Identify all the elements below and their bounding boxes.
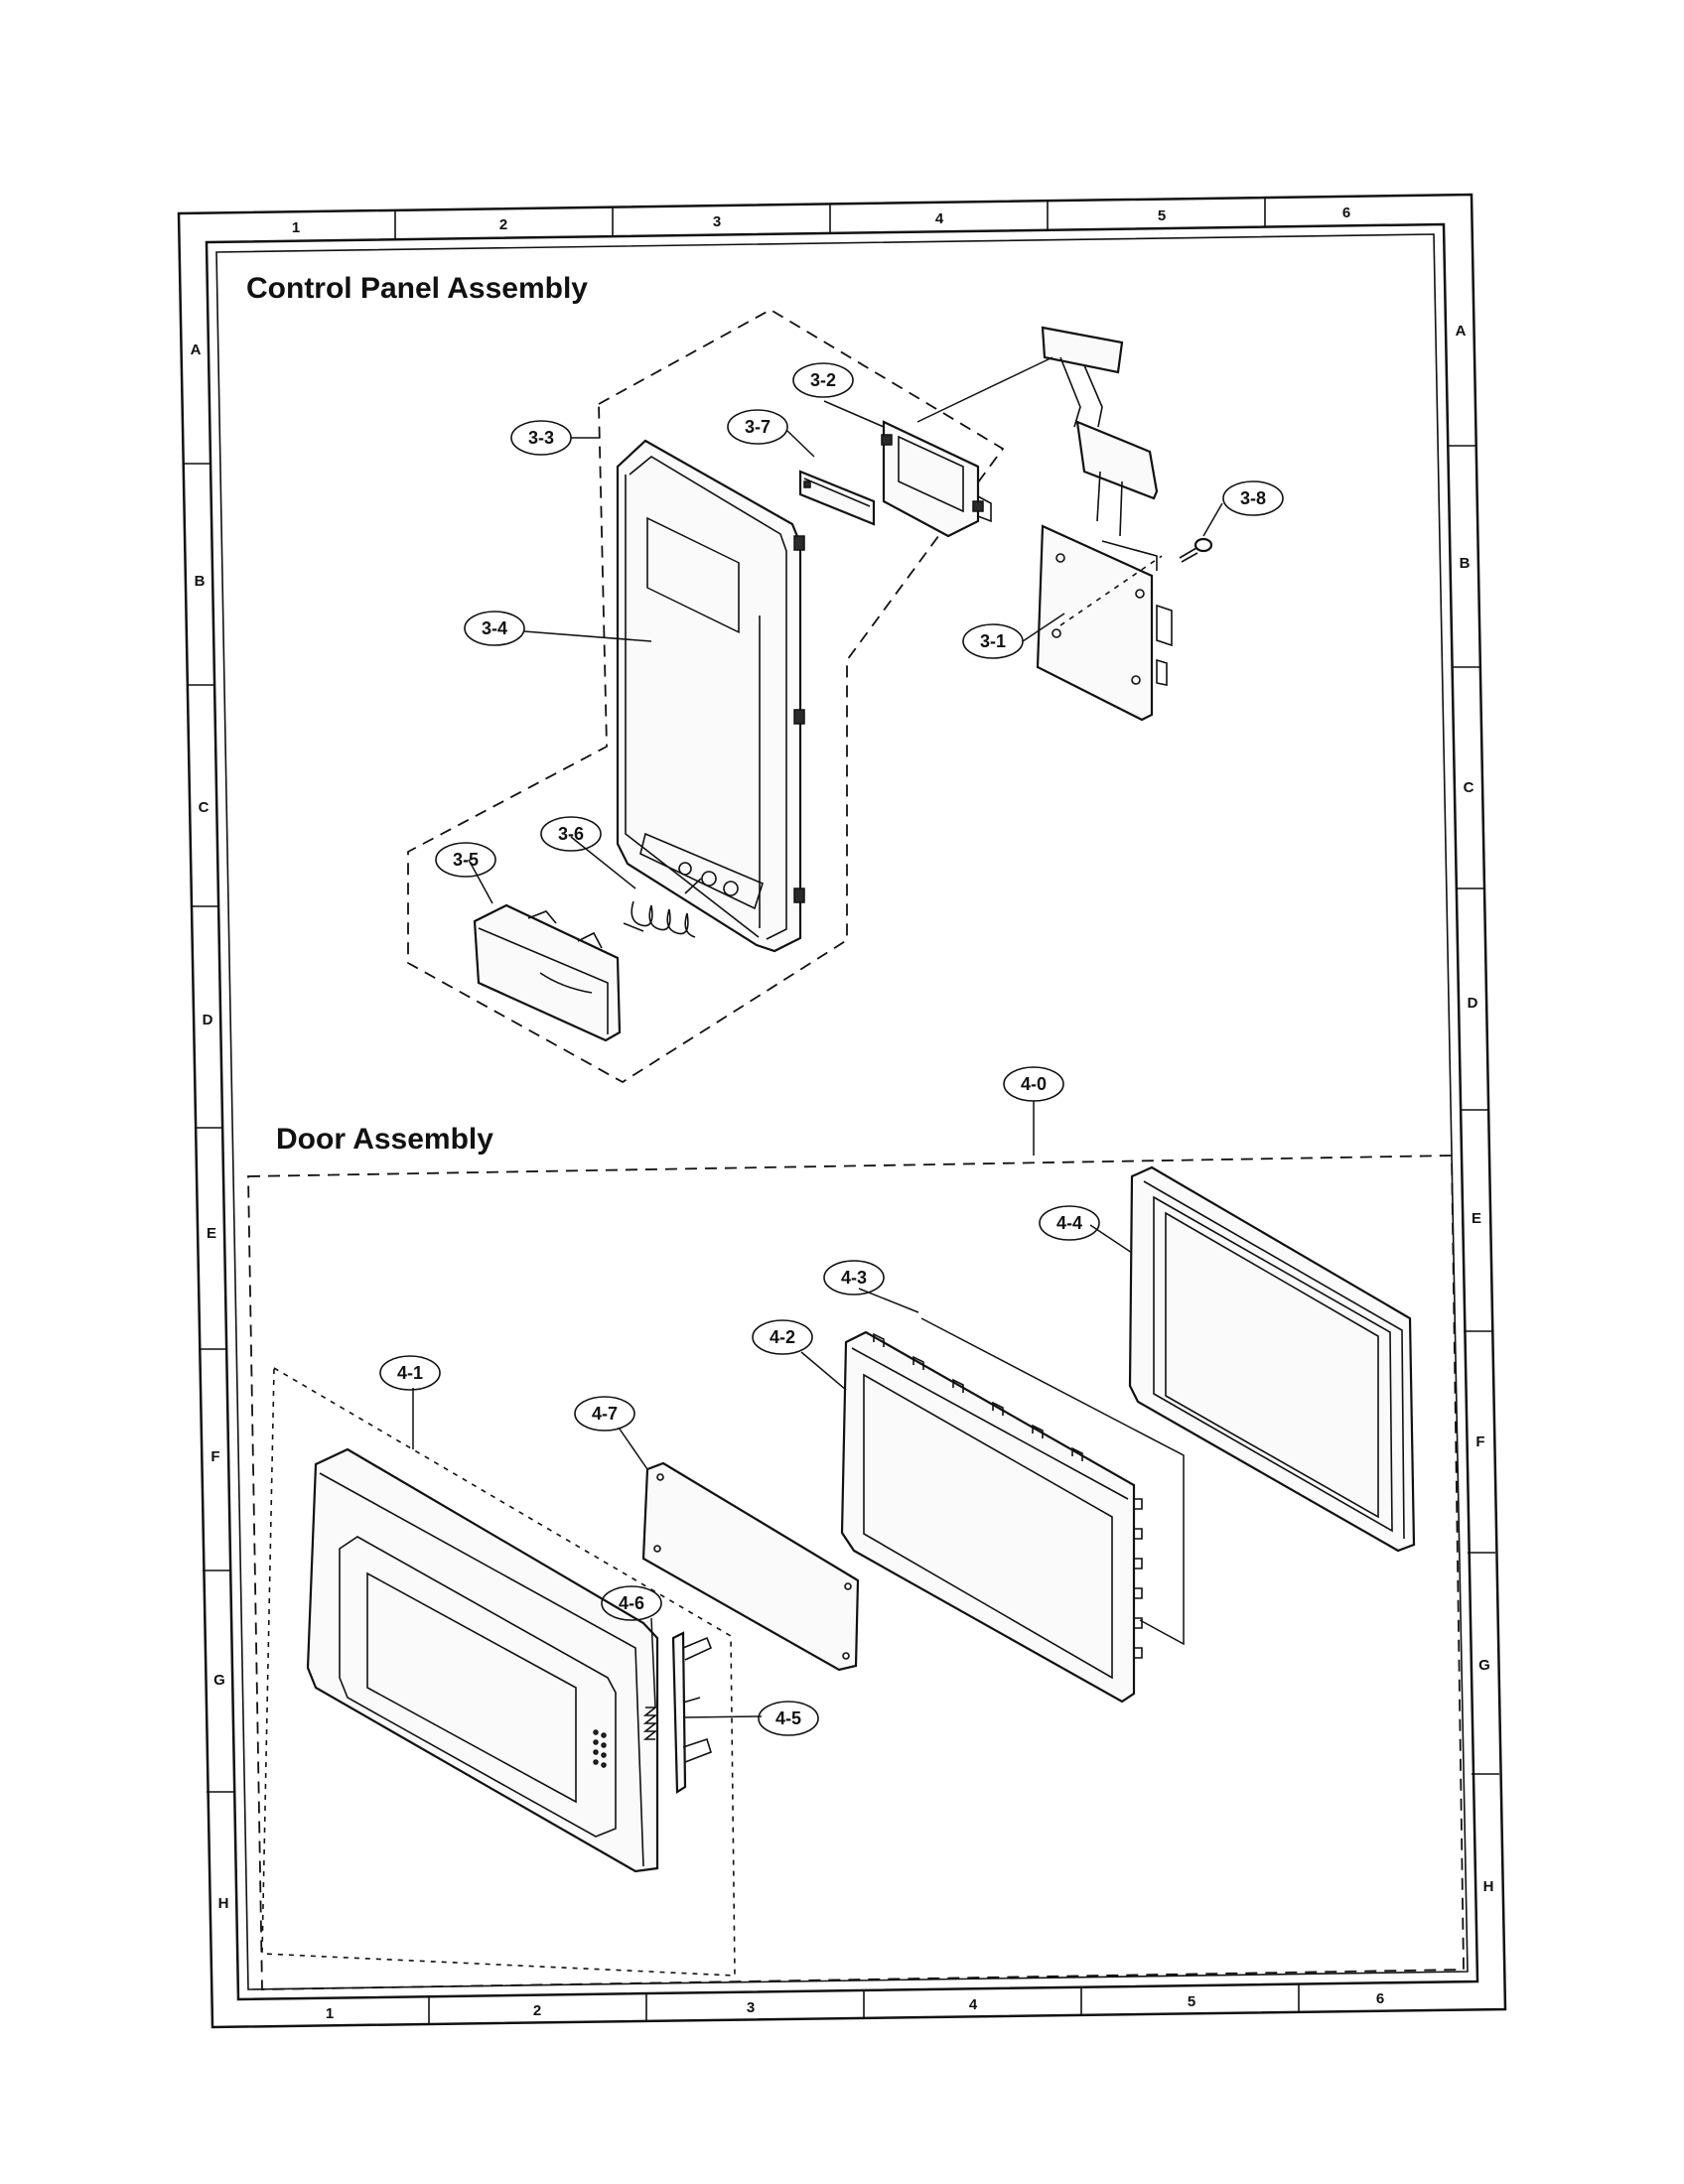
grid-col-top-3: 3 — [713, 213, 721, 230]
grid-row-left-e: E — [207, 1225, 216, 1242]
callout-3-5: 3-5 — [435, 842, 496, 878]
outer-seal-frame — [1128, 1165, 1416, 1553]
callout-4-0-label: 4-0 — [1021, 1074, 1047, 1094]
callout-3-3-label: 3-3 — [528, 428, 554, 448]
callout-4-4: 4-4 — [1039, 1205, 1100, 1241]
grid-row-right-c: C — [1464, 779, 1474, 796]
grid-row-right-g: G — [1478, 1657, 1490, 1674]
grid-row-left-a: A — [191, 341, 202, 358]
callout-4-3-label: 4-3 — [841, 1268, 867, 1288]
door-assembly-heading: Door Assembly — [276, 1123, 493, 1156]
callout-3-3: 3-3 — [510, 420, 572, 456]
drawing-frame — [177, 193, 1507, 2029]
callout-4-5-label: 4-5 — [775, 1708, 801, 1728]
ribbon-cable — [916, 326, 1159, 537]
grid-col-top-1: 1 — [292, 219, 300, 236]
callout-3-4: 3-4 — [464, 611, 525, 646]
callout-3-2-label: 3-2 — [810, 370, 836, 390]
callout-4-3: 4-3 — [823, 1260, 885, 1296]
grid-row-left-h: H — [218, 1895, 229, 1912]
glass-plate — [641, 1461, 860, 1672]
door-front-subgroup-outline — [261, 1366, 736, 1977]
door-assembly-group-outline — [247, 1155, 1465, 1990]
callout-4-1: 4-1 — [379, 1355, 441, 1391]
grid-col-bottom-4: 4 — [969, 1996, 978, 2013]
callout-3-2: 3-2 — [792, 362, 854, 398]
grid-row-left-c: C — [199, 799, 210, 816]
screw — [1179, 537, 1213, 563]
choke-cover-bracket — [920, 1317, 1185, 1646]
callout-3-5-label: 3-5 — [453, 850, 479, 870]
grid-col-top-4: 4 — [935, 210, 944, 227]
grid-col-bottom-2: 2 — [533, 2002, 541, 2019]
callout-4-5: 4-5 — [758, 1701, 819, 1736]
grid-row-right-a: A — [1456, 323, 1467, 340]
grid-col-bottom-5: 5 — [1188, 1993, 1195, 2010]
small-plate — [798, 470, 876, 526]
door-button — [473, 903, 622, 1042]
latch-spring — [642, 1706, 658, 1740]
grid-row-right-f: F — [1475, 1433, 1484, 1450]
grid-col-top-2: 2 — [499, 216, 507, 233]
door-front-frame — [306, 1447, 659, 1873]
callout-4-7: 4-7 — [574, 1396, 635, 1432]
bracket — [881, 420, 992, 538]
callout-4-2: 4-2 — [752, 1319, 813, 1355]
callout-4-7-label: 4-7 — [592, 1404, 618, 1424]
grid-row-left-d: D — [203, 1012, 213, 1028]
grid-col-bottom-1: 1 — [326, 2005, 334, 2022]
callout-3-7-label: 3-7 — [745, 417, 771, 437]
callout-3-4-label: 3-4 — [482, 618, 507, 638]
control-panel-body — [616, 439, 805, 953]
callout-3-8: 3-8 — [1222, 480, 1284, 516]
callout-4-2-label: 4-2 — [770, 1327, 795, 1347]
control-panel-assembly-heading: Control Panel Assembly — [246, 272, 588, 305]
callout-3-6-label: 3-6 — [558, 824, 584, 844]
inner-door-panel — [840, 1330, 1143, 1704]
grid-row-right-e: E — [1472, 1210, 1481, 1227]
callout-3-8-label: 3-8 — [1240, 488, 1266, 508]
callout-3-1: 3-1 — [962, 623, 1024, 659]
latch-hook — [671, 1631, 713, 1794]
grid-col-bottom-3: 3 — [747, 1999, 755, 2016]
grid-row-right-b: B — [1460, 555, 1471, 572]
callout-4-6-label: 4-6 — [619, 1593, 644, 1613]
control-panel-group-outline — [407, 308, 1005, 1084]
grid-row-left-g: G — [213, 1672, 225, 1689]
callout-4-6: 4-6 — [601, 1585, 662, 1621]
callout-4-0: 4-0 — [1003, 1066, 1064, 1102]
grid-col-top-6: 6 — [1342, 205, 1350, 221]
callout-4-4-label: 4-4 — [1056, 1213, 1082, 1233]
circuit-board — [1036, 524, 1173, 722]
callout-3-6: 3-6 — [540, 816, 602, 852]
callout-3-1-label: 3-1 — [980, 631, 1006, 651]
grid-row-right-h: H — [1483, 1878, 1494, 1895]
vent-holes — [593, 1729, 607, 1768]
grid-col-bottom-6: 6 — [1376, 1990, 1384, 2007]
grid-row-left-b: B — [195, 573, 206, 590]
callout-4-1-label: 4-1 — [397, 1363, 423, 1383]
grid-row-left-f: F — [210, 1448, 219, 1465]
callout-3-7: 3-7 — [727, 409, 788, 445]
grid-col-top-5: 5 — [1158, 207, 1166, 224]
spring — [623, 878, 702, 938]
grid-row-right-d: D — [1468, 995, 1478, 1012]
